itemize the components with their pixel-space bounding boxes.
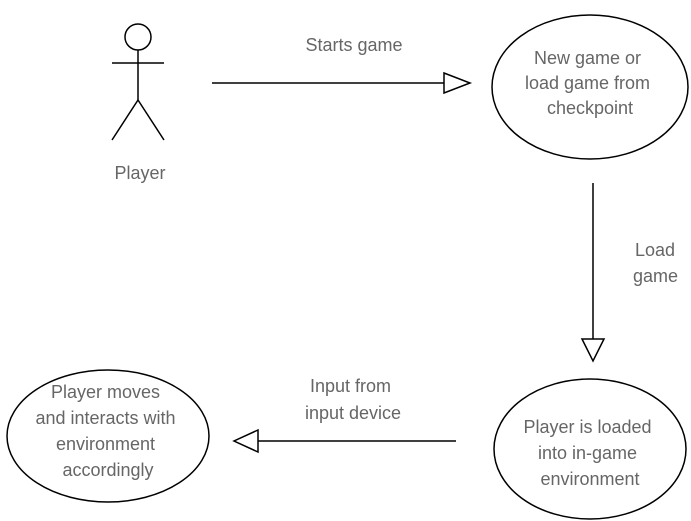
actor-label: Player (114, 163, 165, 183)
edge-label: Load game (633, 240, 680, 286)
actor-left-leg (111, 99, 139, 141)
edge-label: Input from input device (305, 376, 401, 423)
actor-head (124, 23, 152, 51)
use-case-label: Player moves and interacts with environm… (35, 382, 180, 480)
actor-player: Player (111, 23, 166, 183)
arrowhead-icon (443, 71, 473, 95)
use-case-new-game: New game or load game from checkpoint (491, 14, 689, 160)
use-case-ellipse (493, 378, 687, 520)
actor-right-leg (137, 99, 165, 141)
edge-starts-game: Starts game (212, 35, 473, 95)
use-case-label: New game or load game from checkpoint (525, 48, 655, 118)
edge-load-game: Load game (580, 183, 680, 363)
use-case-label: Player is loaded into in-game environmen… (523, 417, 656, 489)
use-case-ellipse (6, 369, 210, 503)
arrowhead-icon (580, 338, 606, 363)
arrowhead-icon (232, 428, 259, 454)
edge-input: Input from input device (232, 376, 456, 454)
use-case-player-moves: Player moves and interacts with environm… (6, 369, 210, 503)
use-case-ellipse (491, 14, 689, 160)
use-case-player-loaded: Player is loaded into in-game environmen… (493, 378, 687, 520)
edge-label: Starts game (305, 35, 402, 55)
